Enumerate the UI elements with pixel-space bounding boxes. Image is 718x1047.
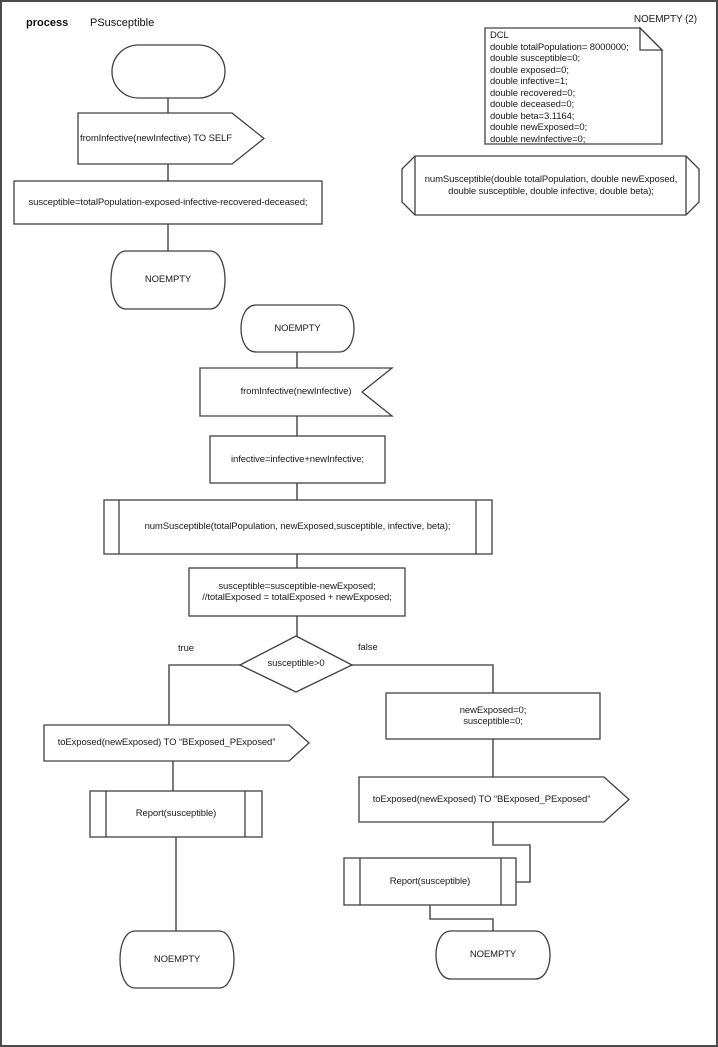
procedure-call-side-lines <box>359 858 502 905</box>
state-noempty-shape-1[interactable] <box>110 250 226 310</box>
diagram-kind-label: process <box>26 17 69 29</box>
task-init-susceptible-shape[interactable] <box>13 180 323 225</box>
state-noempty-header-label: NOEMPTY <box>274 322 321 334</box>
procedure-call-report-true-shape[interactable] <box>89 790 263 838</box>
dcl-declarations-text: DCL double totalPopulation= 8000000; dou… <box>490 30 629 145</box>
input-signal-shape[interactable] <box>199 367 394 417</box>
start-shape[interactable] <box>111 44 226 99</box>
task-update-susceptible-shape[interactable] <box>188 567 406 617</box>
task-reset-label: newExposed=0; susceptible=0; <box>459 704 527 727</box>
procedure-call-report-true-label: Report(susceptible) <box>135 808 217 820</box>
output-to-self-label: fromInfective(newInfective) TO SELF <box>80 132 232 144</box>
process-name: PSusceptible <box>90 17 155 29</box>
procedure-call-report-false-label: Report(susceptible) <box>389 875 471 887</box>
state-noempty-label-false: NOEMPTY <box>469 949 517 961</box>
state-noempty-header-shape[interactable] <box>240 304 355 353</box>
dcl-note-shape[interactable] <box>484 27 663 145</box>
output-toexposed-true-shape[interactable] <box>43 724 310 762</box>
procedure-call-numsusceptible-label: numSusceptible(totalPopulation, newExpos… <box>144 521 451 533</box>
task-init-susceptible-label: susceptible=totalPopulation-exposed-infe… <box>28 196 308 208</box>
connector <box>492 821 531 883</box>
connector-true-branch <box>168 664 242 726</box>
procedure-call-side-lines <box>105 791 246 837</box>
output-to-self-shape[interactable] <box>77 112 266 165</box>
state-noempty-label-1: NOEMPTY <box>144 274 192 286</box>
procedure-call-side-lines <box>118 500 477 554</box>
output-toexposed-false-label: toExposed(newExposed) TO “BExposed_PExpo… <box>372 793 591 805</box>
state-noempty-shape-false[interactable] <box>435 930 551 980</box>
task-reset-shape[interactable] <box>385 692 601 740</box>
procedure-declaration-side-lines <box>414 156 687 215</box>
procedure-call-numsusceptible-shape[interactable] <box>103 499 493 555</box>
connector-false-branch <box>351 664 494 694</box>
output-toexposed-false-shape[interactable] <box>358 776 630 823</box>
output-toexposed-true-label: toExposed(newExposed) TO “BExposed_PExpo… <box>57 737 276 749</box>
page-ref-label: NOEMPTY (2) <box>633 14 697 26</box>
task-update-infective-label: infective=infective+newInfective; <box>231 453 364 465</box>
branch-true-label: true <box>178 643 194 655</box>
branch-false-label: false <box>358 642 378 653</box>
connector <box>429 904 494 932</box>
procedure-declaration-text: numSusceptible(double totalPopulation, d… <box>424 174 678 197</box>
input-signal-label: fromInfective(newInfective) <box>240 386 352 398</box>
task-update-infective-shape[interactable] <box>209 435 386 484</box>
task-update-susceptible-label: susceptible=susceptible-newExposed; //to… <box>202 580 392 603</box>
procedure-call-report-false-shape[interactable] <box>343 857 517 906</box>
decision-diamond-shape[interactable] <box>238 635 354 693</box>
state-noempty-shape-true[interactable] <box>119 930 235 989</box>
decision-label: susceptible>0 <box>267 658 325 670</box>
state-noempty-label-true: NOEMPTY <box>153 953 201 965</box>
dcl-note-fold-corner <box>639 26 664 51</box>
